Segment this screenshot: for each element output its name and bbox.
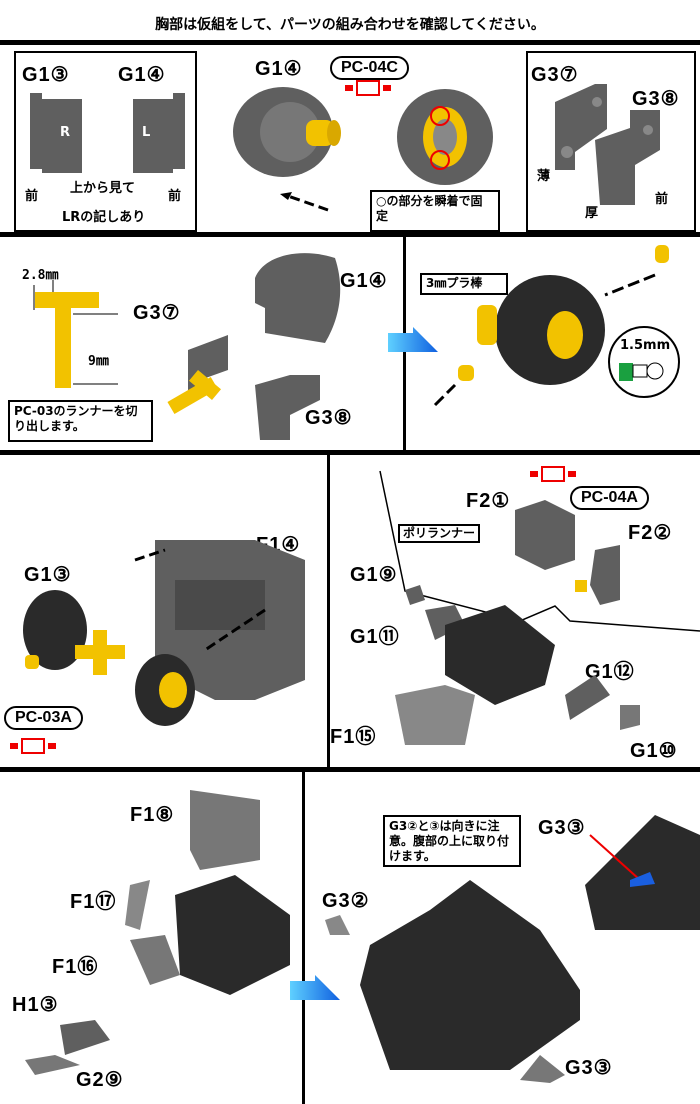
part-g3-7-shape (555, 84, 607, 170)
runner-note: PC-03のランナーを切り出します。 (8, 400, 153, 442)
divider (0, 232, 700, 237)
dimension-2-8mm: 2.8㎜ (22, 268, 59, 283)
part-g3-8-shape (595, 110, 660, 205)
thickness-box (526, 51, 696, 232)
part-f2-assembly (515, 500, 620, 605)
part-label-f1-8: F1⑧ (130, 804, 175, 826)
chest-assembled (325, 880, 580, 1070)
orientation-note: G3②と③は向きに注意。腹部の上に取り付けます。 (383, 815, 521, 867)
divider (0, 767, 700, 772)
pc-04c-label: PC-04C (330, 56, 409, 80)
part-label-g3-8: G3⑧ (632, 88, 680, 110)
view-note: 上から見て (70, 181, 136, 196)
lr-note: LRの記しあり (62, 210, 146, 225)
part-label-f2-1: F2① (466, 490, 511, 512)
poly-cap-icon (10, 738, 56, 754)
part-label-g3-8: G3⑧ (305, 407, 353, 429)
divider (302, 771, 305, 1104)
detail-circle (608, 326, 680, 398)
part-label-g1-4: G1④ (340, 270, 388, 292)
divider (327, 454, 330, 768)
chest-assembly-parts (25, 790, 290, 1075)
arrow-icon (280, 192, 329, 212)
lr-mark-box (14, 51, 197, 232)
dimension-9mm: 9㎜ (88, 354, 109, 369)
thick-label: 厚 (585, 206, 599, 221)
part-label-f2-2: F2② (628, 522, 673, 544)
part-label-g1-10: G1⑩ (630, 740, 678, 762)
pc-03a-label: PC-03A (4, 706, 83, 730)
pc-04a-label: PC-04A (570, 486, 649, 510)
glue-note: ○の部分を瞬着で固定 (370, 190, 500, 232)
t-runner-shape (33, 280, 118, 388)
part-g3-7-with-runner (167, 335, 228, 415)
part-label-g1-11: G1⑪ (350, 626, 400, 648)
part-label-f1-15: F1⑮ (330, 726, 377, 748)
part-label-g1-12: G1⑫ (585, 661, 635, 683)
part-label-f1-16: F1⑯ (52, 956, 99, 978)
part-g1-3-shape (30, 93, 82, 173)
part-g3-3-shape (520, 1055, 565, 1083)
callout-lines (379, 470, 700, 632)
l-mark: L (142, 125, 151, 140)
dimension-1-5mm: 1.5mm (620, 338, 671, 353)
part-g1-4-with-cap (233, 87, 341, 177)
part-g1-4-glued (397, 89, 493, 185)
poly-cap-icon (345, 80, 391, 96)
rod-note: 3㎜プラ棒 (420, 273, 508, 295)
part-label-g2-9: G2⑨ (76, 1069, 124, 1091)
thin-label: 薄 (537, 169, 551, 184)
part-label-g1-3: G1③ (24, 564, 72, 586)
part-label-f1-17: F1⑰ (70, 891, 117, 913)
part-label-h1-3: H1③ (12, 994, 59, 1016)
part-label-g3-7: G3⑦ (133, 302, 181, 324)
part-label-g3-3: G3③ (538, 817, 586, 839)
parts-g1-cluster (395, 585, 640, 745)
step-arrow-icon (388, 327, 438, 352)
part-label-g1-4: G1④ (118, 64, 166, 86)
front-label: 前 (655, 192, 669, 207)
page-title: 胸部は仮組をして、パーツの組み合わせを確認してください。 (155, 17, 545, 33)
part-label-g3-7: G3⑦ (531, 64, 579, 86)
part-label-g1-9: G1⑨ (350, 564, 398, 586)
part-g1-4-shape (133, 93, 185, 173)
part-f1-4-shape (134, 540, 305, 700)
part-g1-4-shape (255, 253, 341, 343)
divider (0, 40, 700, 45)
detail-g3-3 (585, 815, 700, 930)
part-label-g3-2: G3② (322, 890, 370, 912)
step-arrow-icon (290, 975, 340, 1000)
assembled-g1-4 (433, 245, 669, 407)
front-label: 前 (25, 189, 39, 204)
part-label-g3-3: G3③ (565, 1057, 613, 1079)
r-mark: R (60, 125, 71, 140)
poly-runner-note: ポリランナー (398, 524, 481, 543)
part-g3-8-shape (255, 375, 320, 440)
poly-cap-icon (530, 466, 576, 482)
divider (0, 450, 700, 455)
assembled-g1-3-with-cap (23, 590, 195, 726)
part-label-g1-3: G1③ (22, 64, 70, 86)
front-label: 前 (168, 189, 182, 204)
part-label-g1-4: G1④ (255, 58, 303, 80)
